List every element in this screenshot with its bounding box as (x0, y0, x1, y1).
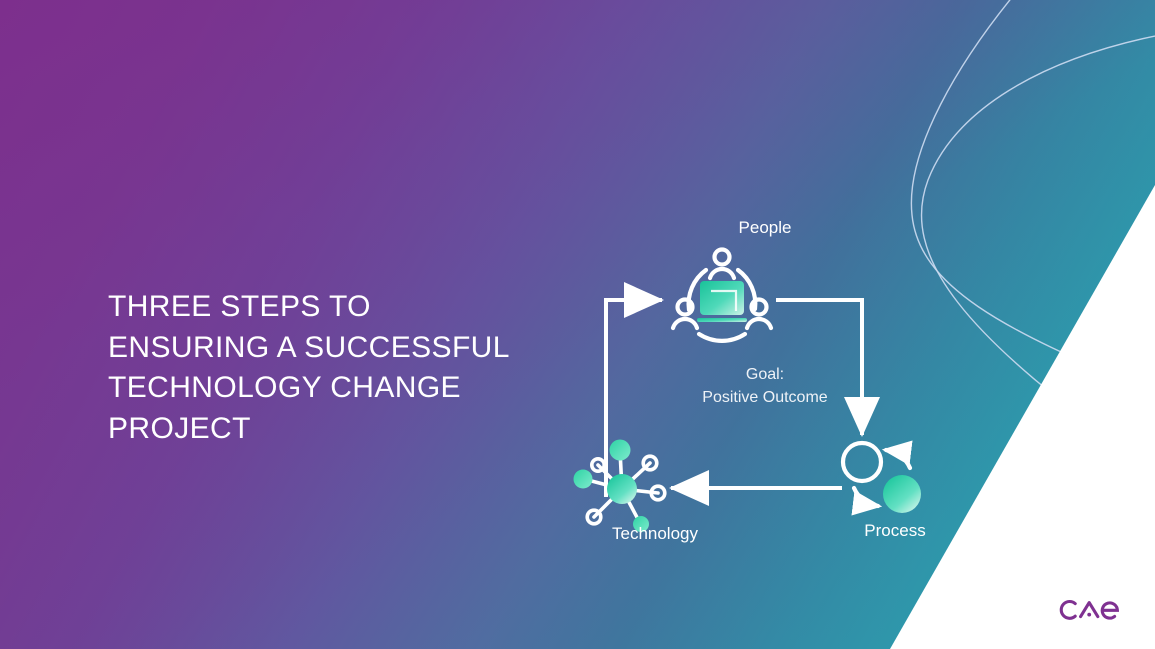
title-line-2: ENSURING A SUCCESSFUL (108, 330, 510, 364)
title-line-3: TECHNOLOGY CHANGE (108, 371, 461, 404)
center-caption-line-2: Positive Outcome (702, 389, 828, 406)
people-group-icon (670, 247, 774, 343)
connector-people-to-process (776, 298, 880, 437)
page-title: THREE STEPS TO ENSURING A SUCCESSFUL TEC… (108, 287, 528, 449)
center-caption: Goal: Positive Outcome (540, 363, 990, 409)
node-label-process: Process (864, 521, 926, 540)
cae-logo: cae (1059, 600, 1119, 620)
title-line-1: THREE STEPS TO (108, 290, 371, 323)
technology-network-icon (573, 439, 667, 532)
connector-technology-to-people (604, 282, 664, 497)
node-label-people: People (738, 218, 792, 237)
node-label-technology: Technology (611, 524, 698, 543)
center-caption-line-1: Goal: (745, 366, 785, 383)
process-cycle-icon (840, 440, 921, 516)
title-line-4: PROJECT (108, 411, 251, 445)
diagram-graphics (573, 247, 921, 532)
cycle-diagram: People Goal: Positive Outcome Technology… (540, 205, 990, 565)
